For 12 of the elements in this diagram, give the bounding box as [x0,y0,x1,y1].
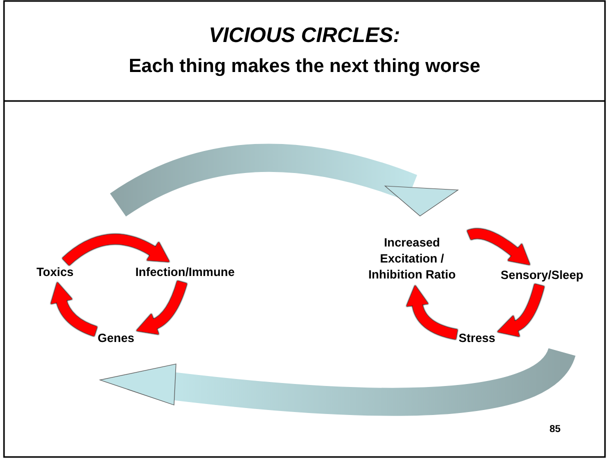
page-number: 85 [548,424,562,435]
curved-arrow [498,284,544,336]
node-label: Infection/Immune [135,264,235,279]
curved-arrow [51,282,98,336]
curved-arrow [62,234,170,266]
node-label: Genes [98,330,134,345]
slide-subtitle: Each thing makes the next thing worse [128,56,482,78]
slide-title: VICIOUS CIRCLES: [208,24,402,48]
node-label: Stress [458,330,496,345]
node-label: Toxics [36,264,74,279]
node-label: Increased Excitation / Inhibition Ratio [368,236,456,282]
node-label: Sensory/Sleep [500,268,584,282]
